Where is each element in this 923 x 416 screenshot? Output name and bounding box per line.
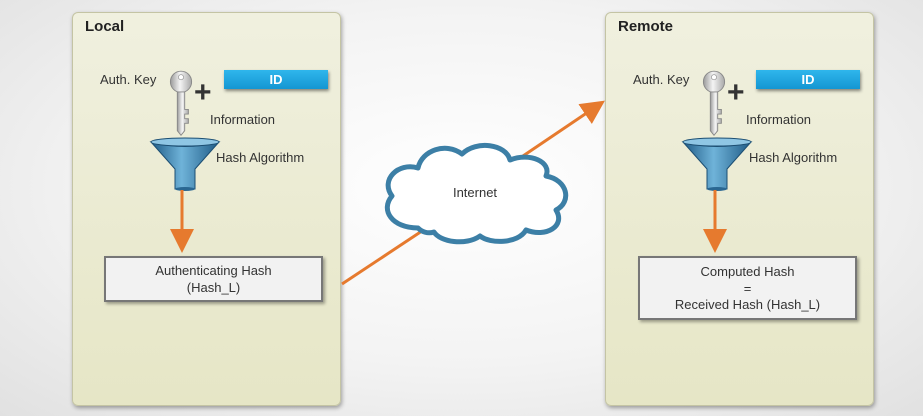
local-auth-key-label: Auth. Key — [100, 72, 157, 87]
key-icon — [169, 70, 193, 136]
hash-box-line: Computed Hash — [700, 264, 795, 279]
local-title: Local — [85, 18, 125, 35]
funnel-icon — [150, 137, 220, 191]
local-hash-algorithm-label: Hash Algorithm — [216, 150, 305, 165]
hash-box-line: Authenticating Hash — [155, 263, 272, 278]
funnel-icon — [682, 137, 752, 191]
transmit-arrow-out — [519, 100, 605, 160]
local-plus-sign: + — [194, 76, 212, 109]
key-icon — [702, 70, 726, 136]
remote-auth-key-label: Auth. Key — [633, 72, 690, 87]
remote-plus-sign: + — [727, 76, 745, 109]
hash-box-line: = — [743, 280, 752, 296]
local-information-label: Information — [210, 112, 276, 127]
remote-panel: Remote Auth. Key + ID Information Hash A… — [605, 12, 874, 406]
remote-id-box: ID — [756, 70, 860, 89]
authenticating-hash-box: Authenticating Hash (Hash_L) — [104, 256, 323, 302]
hash-box-line: (Hash_L) — [186, 279, 241, 295]
remote-information-label: Information — [746, 112, 812, 127]
remote-title: Remote — [618, 18, 674, 35]
transmit-arrow-in — [341, 225, 429, 286]
local-panel: Local Auth. Key + ID Information Hash Al… — [72, 12, 341, 406]
internet-label: Internet — [452, 185, 498, 200]
hash-box-line: Received Hash (Hash_L) — [674, 297, 821, 312]
remote-hash-algorithm-label: Hash Algorithm — [749, 150, 838, 165]
local-id-box: ID — [224, 70, 328, 89]
computed-hash-box: Computed Hash = Received Hash (Hash_L) — [638, 256, 857, 320]
